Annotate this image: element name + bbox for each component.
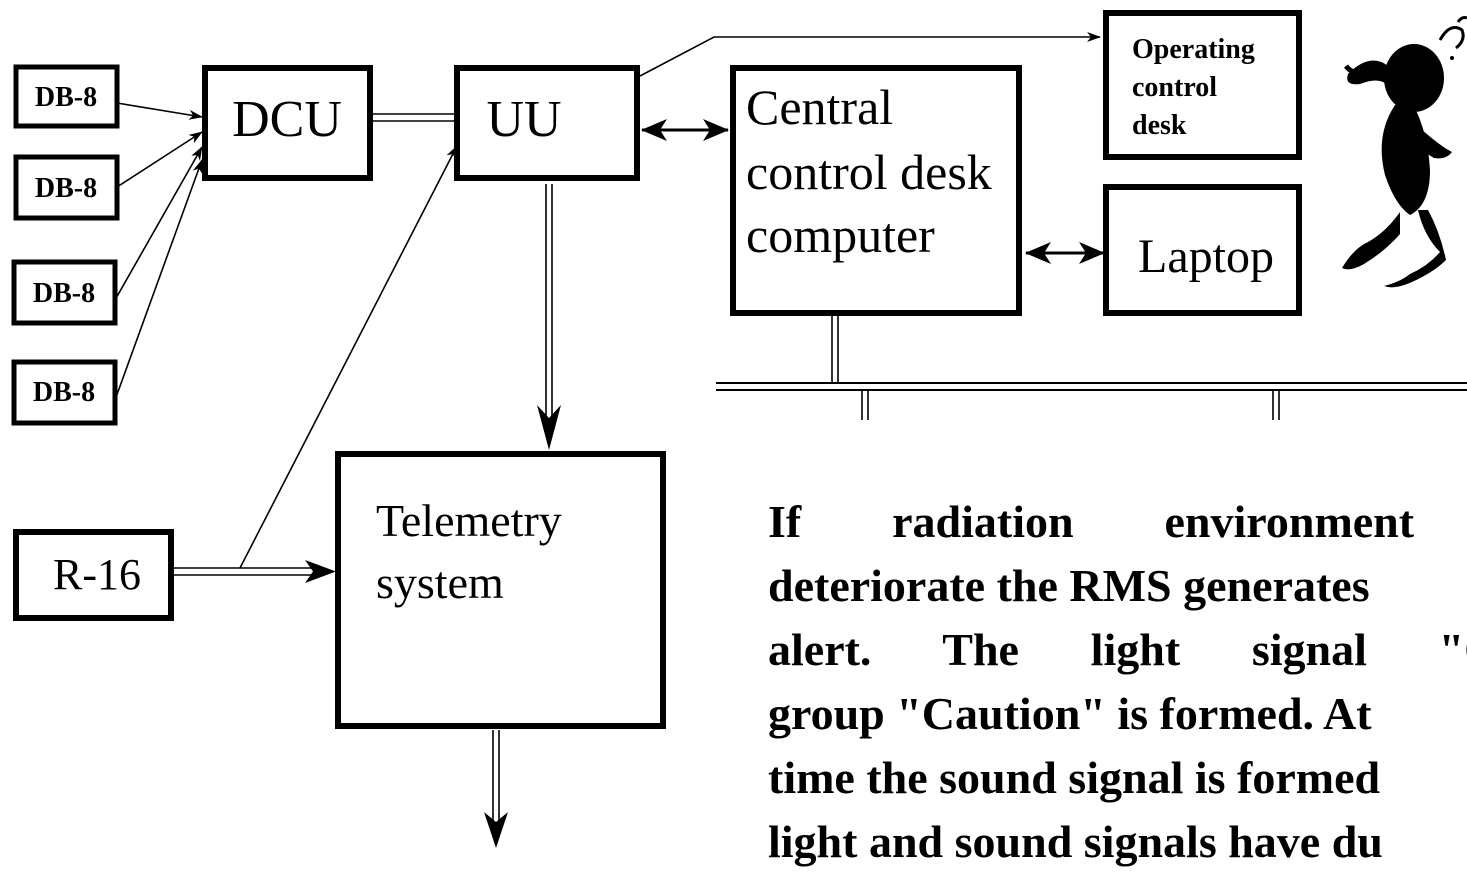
db8-box-4: DB-8 [11, 359, 118, 426]
uu-label: UU [486, 91, 561, 148]
central-label-3: computer [746, 207, 935, 263]
arrowhead-uu-telemetry [537, 405, 561, 450]
arrow-db8-4-dcu [114, 159, 203, 401]
central-computer-box: Central control desk computer [730, 65, 1022, 316]
telemetry-label-2: system [376, 557, 504, 608]
arrow-db8-2-dcu [116, 131, 203, 188]
arrowhead-telemetry-out [484, 812, 508, 848]
db8-label-3: DB-8 [33, 278, 95, 309]
r16-label: R-16 [53, 550, 141, 599]
dcu-box: DCU [202, 65, 373, 181]
r16-box: R-16 [13, 529, 174, 621]
dcu-label: DCU [232, 91, 342, 148]
db8-label-4: DB-8 [33, 377, 95, 408]
arrow-db8-3-dcu [114, 146, 203, 301]
db8-label-2: DB-8 [35, 173, 97, 204]
confused-person-icon [1342, 16, 1467, 288]
arrow-uu-operating-desk [639, 32, 1101, 77]
operating-label-3: desk [1132, 110, 1187, 141]
db8-box-2: DB-8 [13, 154, 120, 221]
caption-line-3: alert. The light signal "Otl [768, 624, 1467, 675]
arrow-db8-1-dcu [116, 102, 203, 120]
caption-line-5: time the sound signal is formed [768, 752, 1381, 803]
telemetry-label-1: Telemetry [376, 495, 562, 546]
db8-box-3: DB-8 [11, 259, 118, 326]
db8-box-1: DB-8 [13, 64, 120, 129]
arrowhead-r16-telemetry [305, 560, 336, 583]
db8-label-1: DB-8 [35, 82, 97, 113]
block-diagram: DB-8 DB-8 DB-8 DB-8 DCU UU R-16 [11, 10, 1467, 848]
operating-label-2: control [1132, 72, 1217, 103]
laptop-box: Laptop [1103, 184, 1302, 316]
central-label-2: control desk [746, 144, 992, 200]
caption-line-1: If radiation environment o [768, 496, 1467, 547]
caption-line-6: light and sound signals have du [768, 816, 1383, 867]
caption-line-2: deteriorate the RMS generates [768, 560, 1370, 611]
laptop-label: Laptop [1138, 230, 1274, 283]
caption-line-4: group "Caution" is formed. At [768, 688, 1372, 739]
arrow-r16-uu [239, 145, 458, 569]
telemetry-box: Telemetry system [335, 451, 666, 729]
alert-caption: If radiation environment o deteriorate t… [768, 490, 1467, 874]
uu-box: UU [454, 65, 640, 181]
operating-desk-box: Operating control desk [1103, 10, 1302, 160]
central-label-1: Central [746, 79, 893, 135]
operating-label-1: Operating [1132, 34, 1255, 65]
